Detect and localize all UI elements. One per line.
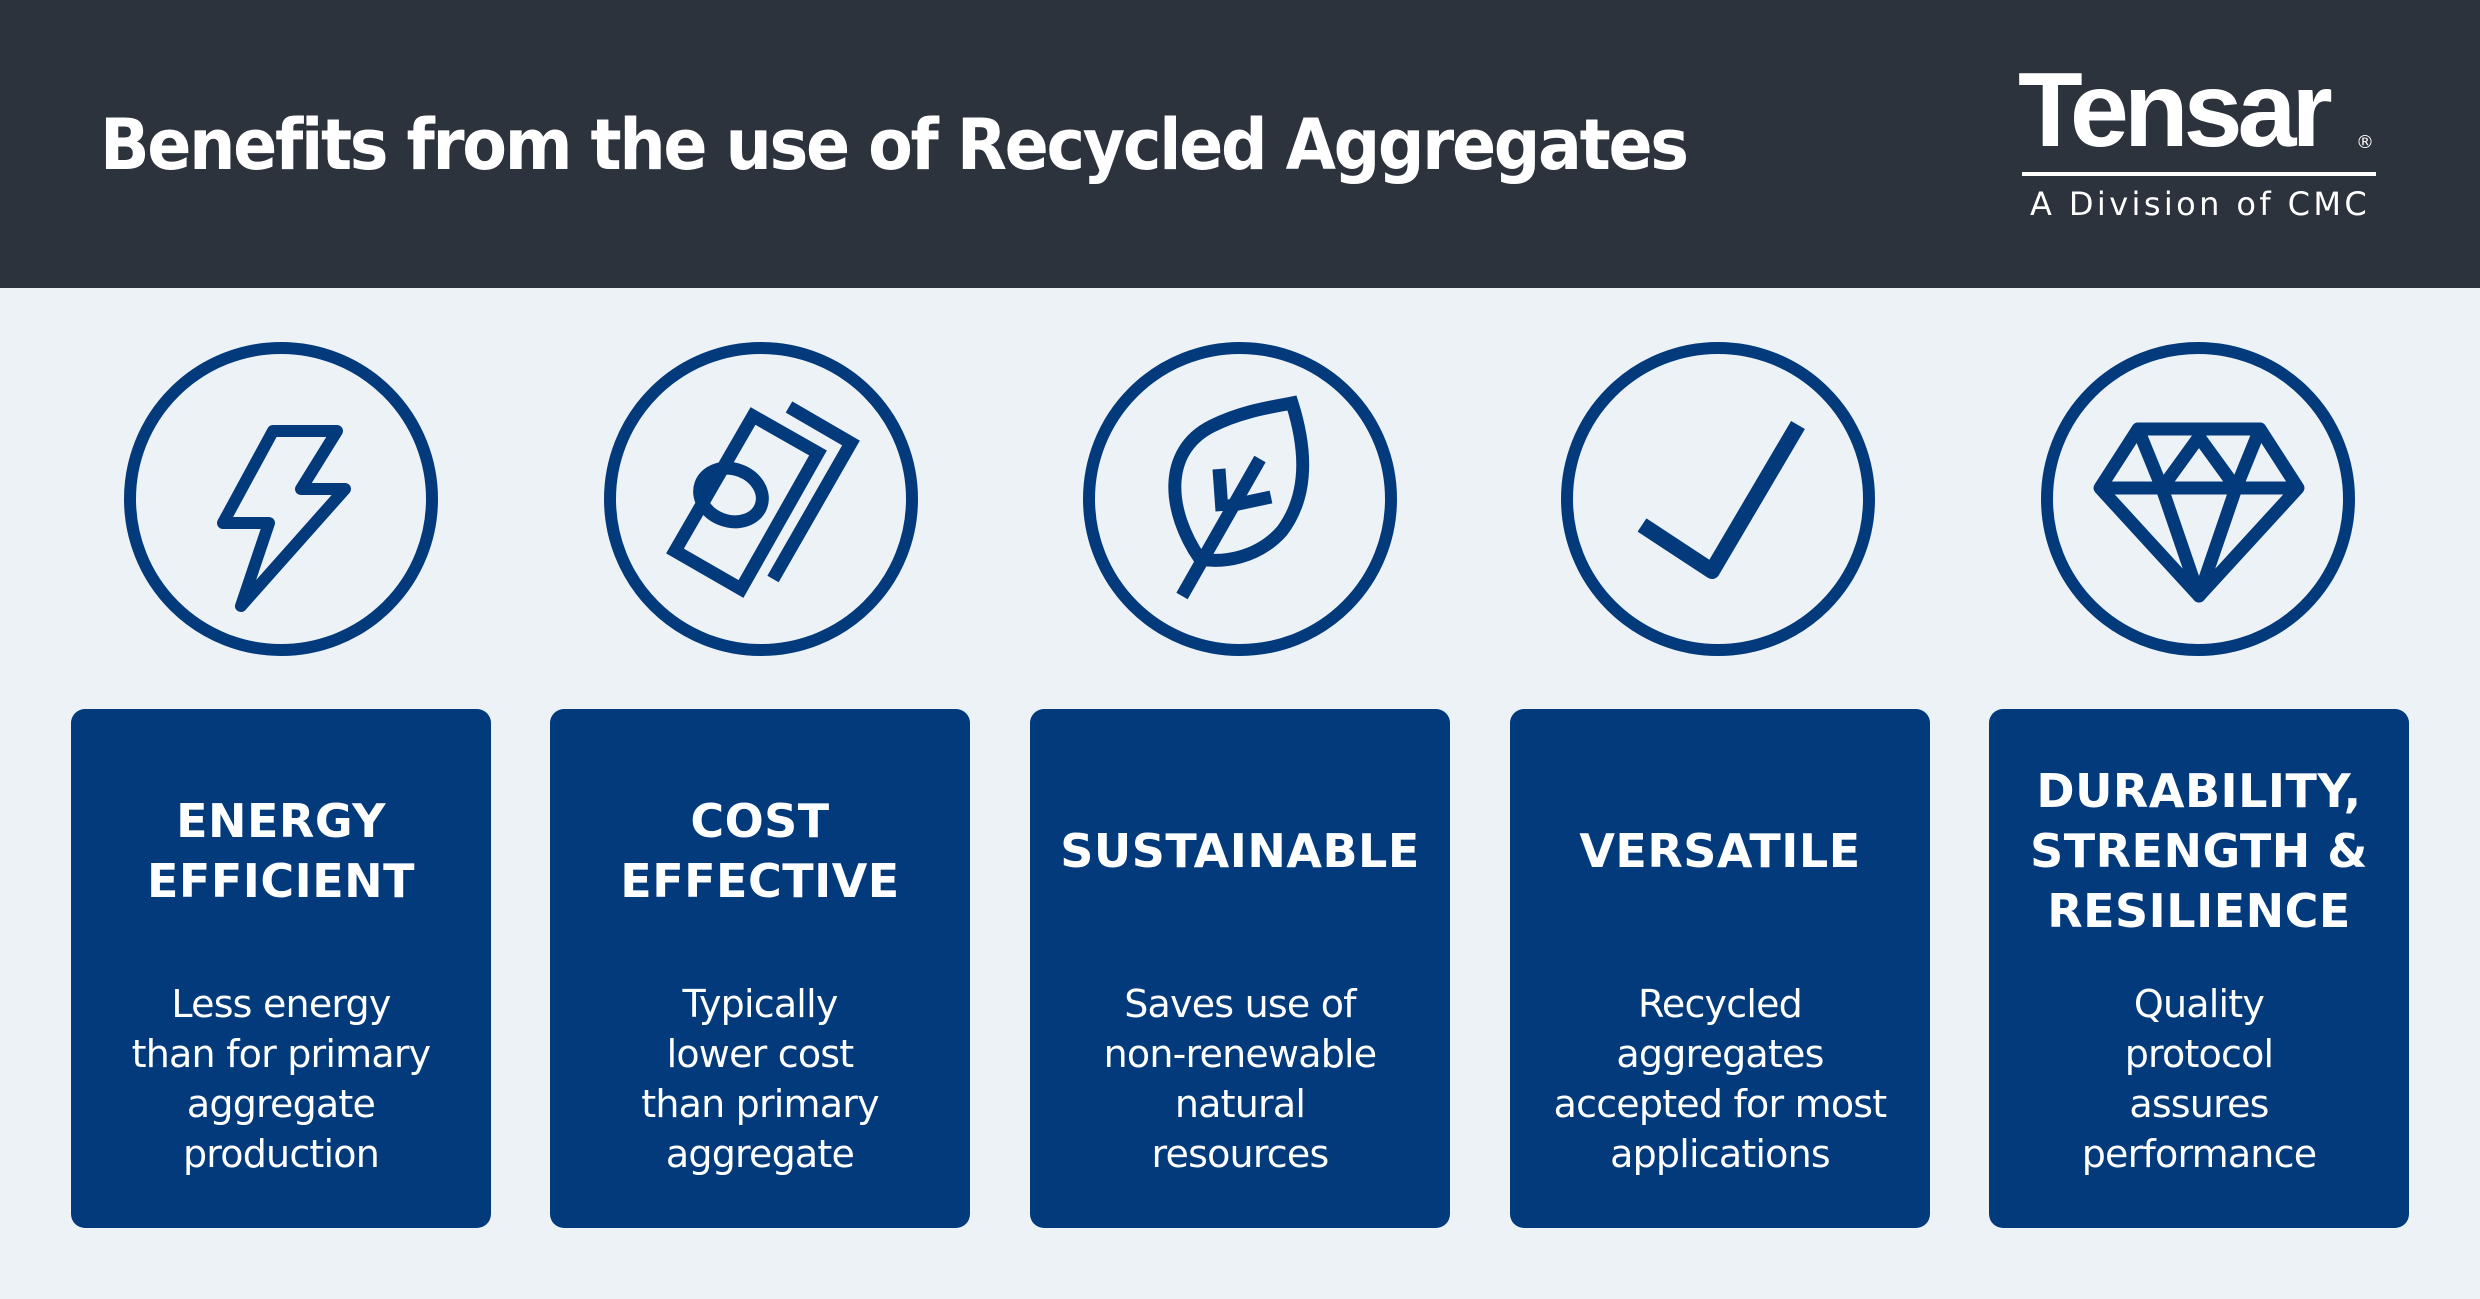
lightning-bolt-icon — [123, 341, 439, 657]
card-description: Less energy than for primary aggregate p… — [131, 982, 431, 1176]
card-heading: SUSTAINABLE — [1060, 824, 1420, 878]
benefit-card-durability: DURABILITY, STRENGTH & RESILIENCE Qualit… — [1989, 709, 2409, 1228]
card-heading: DURABILITY, STRENGTH & RESILIENCE — [2030, 764, 2368, 938]
benefit-card-versatile: VERSATILE Recycled aggregates accepted f… — [1510, 709, 1930, 1228]
card-description: Recycled aggregates accepted for most ap… — [1553, 982, 1888, 1176]
benefit-card-sustainable: SUSTAINABLE Saves use of non-renewable n… — [1030, 709, 1450, 1228]
logo-wordmark: Tensar — [2018, 51, 2333, 169]
header-banner: Benefits from the use of Recycled Aggreg… — [0, 0, 2480, 288]
card-heading: VERSATILE — [1579, 824, 1861, 878]
card-heading: COST EFFECTIVE — [620, 794, 900, 908]
page-title: Benefits from the use of Recycled Aggreg… — [100, 104, 1689, 186]
card-description: Saves use of non-renewable natural resou… — [1103, 982, 1378, 1176]
card-heading: ENERGY EFFICIENT — [146, 794, 416, 908]
checkmark-icon — [1560, 341, 1876, 657]
tensar-logo: Tensar ® A Division of CMC — [2018, 51, 2380, 230]
diamond-icon — [2040, 341, 2356, 657]
benefit-card-cost-effective: COST EFFECTIVE Typically lower cost than… — [550, 709, 970, 1228]
logo-tagline: A Division of CMC — [2030, 185, 2371, 223]
card-description: Typically lower cost than primary aggreg… — [641, 982, 879, 1176]
logo-divider — [2022, 172, 2376, 176]
banknotes-icon — [603, 341, 919, 657]
card-description: Quality protocol assures performance — [2081, 982, 2317, 1176]
benefit-card-energy-efficient: ENERGY EFFICIENT Less energy than for pr… — [71, 709, 491, 1228]
registered-mark: ® — [2356, 132, 2374, 153]
leaf-icon — [1082, 341, 1398, 657]
